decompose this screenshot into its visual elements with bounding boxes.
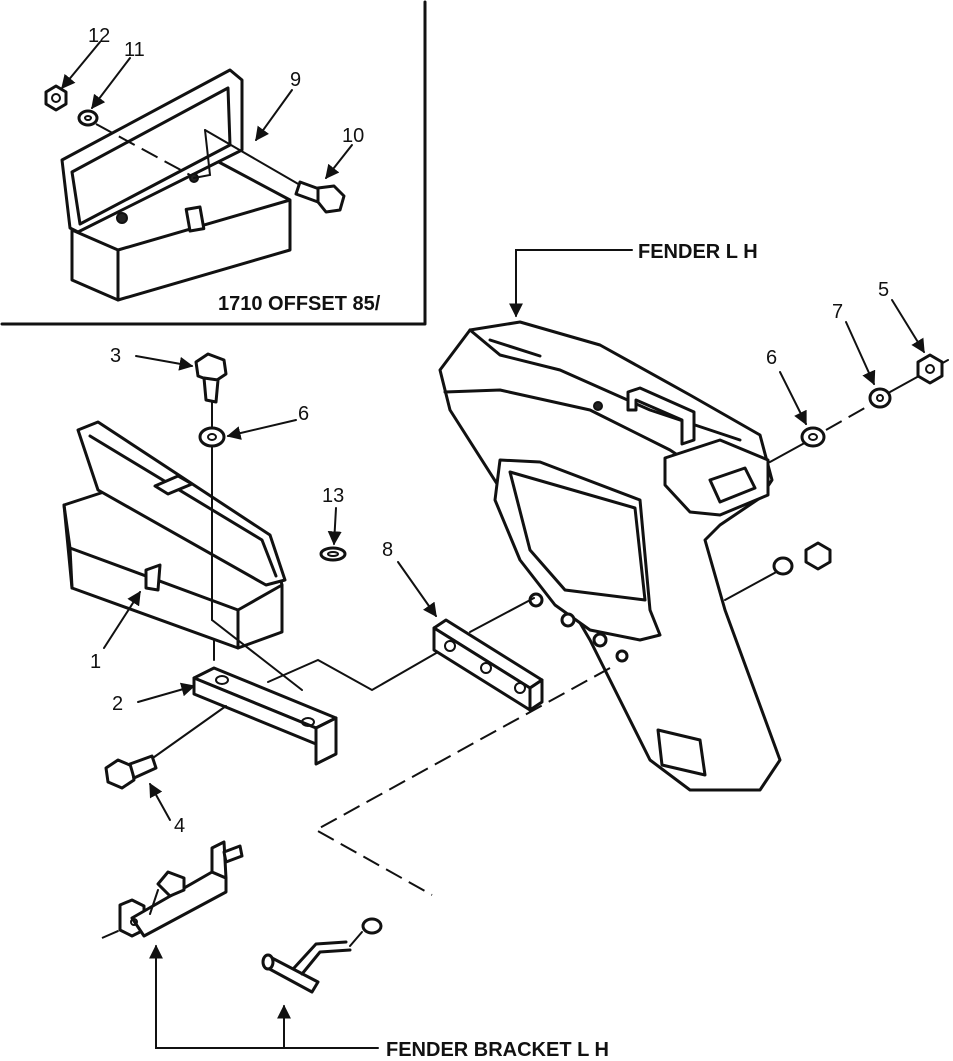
inset-panel: 12 11 9 10 1710 OFFSET 85/: [0, 0, 427, 326]
callout-9: 9: [290, 69, 301, 91]
washer-lower: [772, 556, 794, 576]
callout-4: 4: [174, 815, 185, 837]
bolt-3: [194, 352, 228, 404]
callout-6-left: 6: [298, 403, 309, 425]
bracket-8: [432, 618, 544, 712]
bolt-4: [104, 754, 158, 790]
inset-toolbox: [60, 68, 292, 302]
part-13-clip: [319, 546, 347, 562]
toolbox-1: [62, 420, 287, 650]
lockwasher-7: [868, 387, 892, 409]
washer-6-left: [198, 426, 226, 448]
inset-nut-12: [44, 84, 68, 112]
callout-2: 2: [112, 693, 123, 715]
callout-5: 5: [878, 279, 889, 301]
nut-5: [916, 353, 944, 385]
inset-caption: 1710 OFFSET 85/: [218, 293, 381, 315]
callout-1: 1: [90, 651, 101, 673]
bracket-2: [192, 666, 338, 766]
inset-bolt-10: [294, 180, 346, 214]
callout-10: 10: [342, 125, 364, 147]
fender-lh-label: FENDER L H: [638, 241, 758, 263]
callout-7: 7: [832, 301, 843, 323]
callout-3: 3: [110, 345, 121, 367]
callout-6-right: 6: [766, 347, 777, 369]
callout-11: 11: [124, 39, 145, 61]
fender-bracket-lh-label: FENDER BRACKET L H: [386, 1039, 609, 1061]
callout-8: 8: [382, 539, 393, 561]
callout-12: 12: [88, 25, 110, 47]
callout-13: 13: [322, 485, 344, 507]
nut-lower: [804, 541, 832, 571]
fender-lh: [438, 320, 782, 792]
inset-washer-11: [77, 109, 99, 127]
washer-6-right: [800, 426, 826, 448]
fender-bracket-pin: [261, 917, 383, 994]
fender-bracket-left: [118, 840, 244, 938]
